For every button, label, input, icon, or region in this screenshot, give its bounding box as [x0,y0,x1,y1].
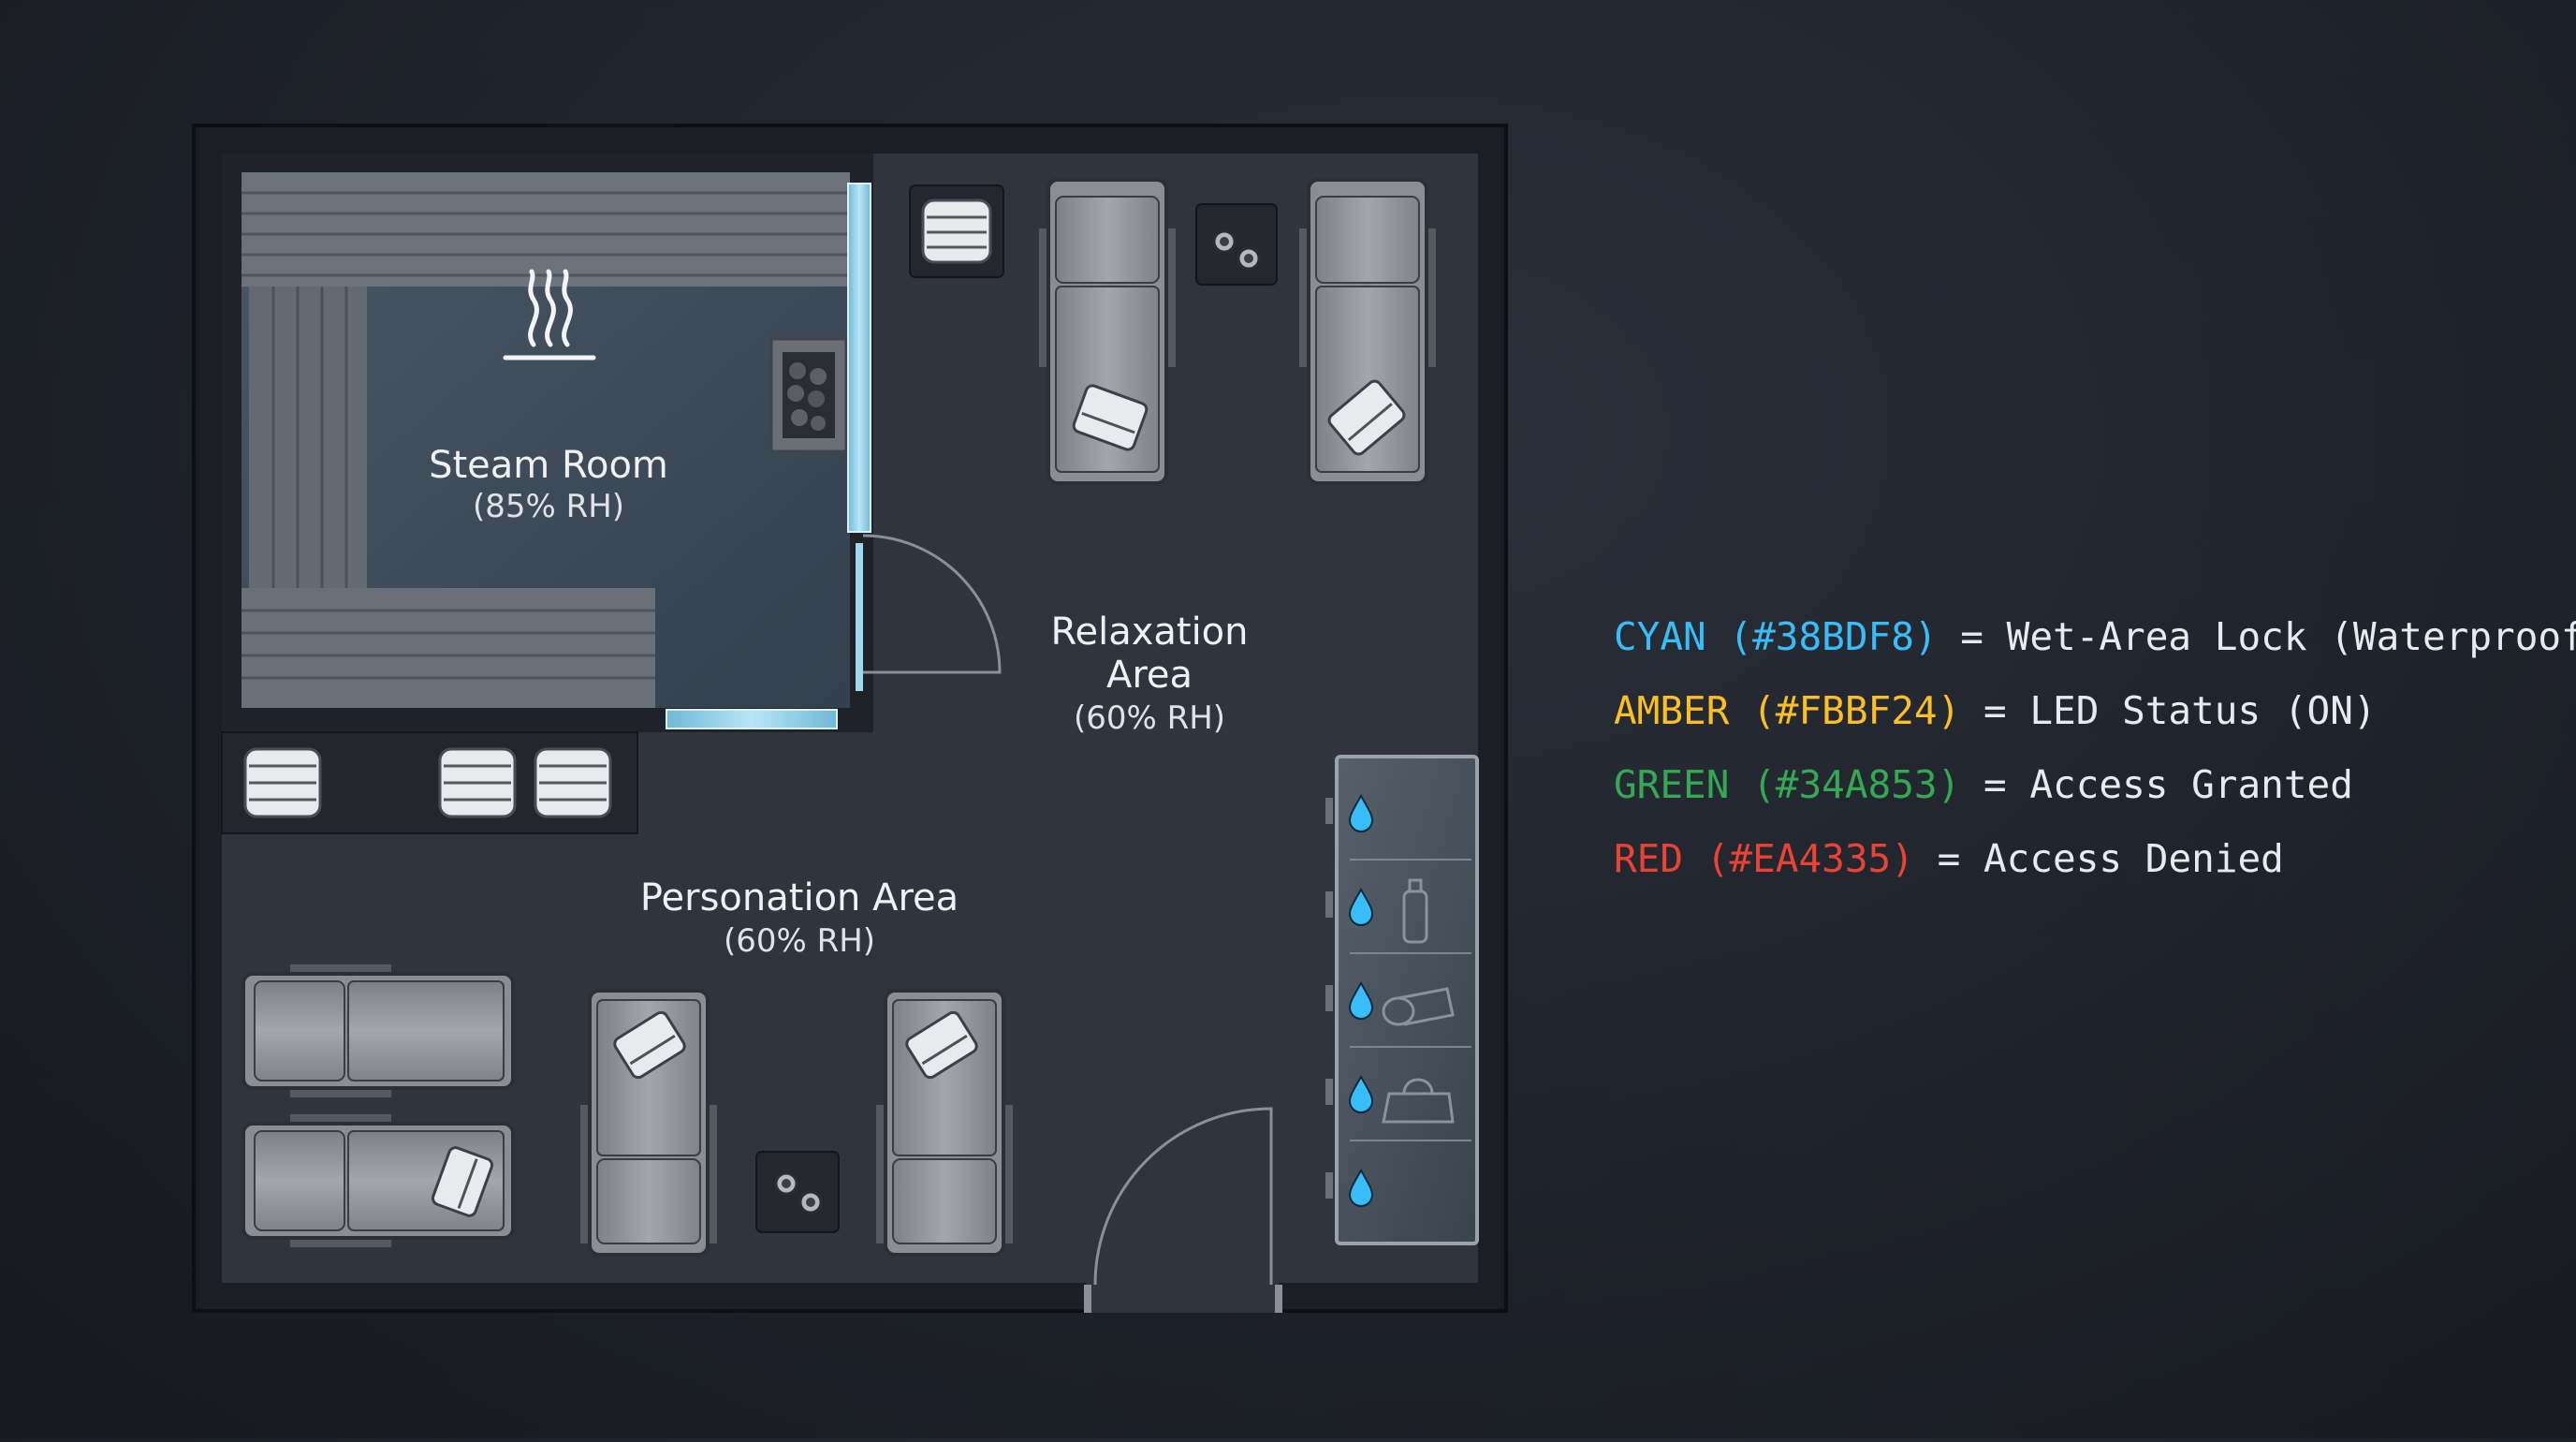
steam-room-name: Steam Room [429,444,668,487]
lounger-personation-v1 [580,989,717,1257]
lounger-personation-h1 [242,964,515,1097]
legend-description: Access Granted [2029,762,2353,807]
legend-separator: = [1983,762,2030,807]
door-jamb-right [1275,1285,1282,1313]
towel-shelf [221,731,638,834]
rolled-towel-icon [1382,987,1455,1026]
side-table [755,1151,840,1233]
lounger-personation-v2 [876,989,1013,1257]
legend-separator: = [1983,688,2030,733]
wet-area-lock-icon [1348,793,1374,832]
relaxation-area-name-line2: Area [1106,654,1193,697]
locker-cabinet [1325,755,1479,1245]
bag-icon [1382,1078,1455,1124]
legend-row-amber: AMBER (#FBBF24) = LED Status (ON) [1614,684,2377,737]
personation-area-name: Personation Area [640,876,959,920]
folded-towel-icon [438,747,517,818]
steam-glass-door [856,543,863,691]
legend-separator: = [1960,614,2007,659]
legend-key: RED (#EA4335) [1614,836,1914,881]
steam-room: Steam Room (85% RH) [222,154,1002,732]
legend-separator: = [1937,836,1983,881]
steam-icon [503,269,596,360]
towel-on-lounger-icon [613,1010,686,1080]
lounger-personation-h2 [242,1114,515,1247]
steam-bench-top [242,172,850,287]
sauna-stove [769,337,848,453]
towel-on-lounger-icon [1072,384,1149,451]
legend-description: Wet-Area Lock (Waterproof) [2006,614,2576,659]
legend-row-cyan: CYAN (#38BDF8) = Wet-Area Lock (Waterpro… [1614,611,2576,663]
legend-description: LED Status (ON) [2029,688,2377,733]
entrance-opening [1086,1281,1279,1313]
side-table [1195,203,1278,286]
wet-area-lock-icon [1348,1074,1374,1113]
personation-area-humidity: (60% RH) [724,922,875,960]
relaxation-area-name-line1: Relaxation [1050,611,1248,654]
legend-key: AMBER (#FBBF24) [1614,688,1961,733]
water-bottle-icon [1402,878,1428,944]
legend-description: Access Denied [1983,836,2284,881]
wet-area-lock-icon [1348,1168,1374,1207]
relaxation-area-humidity: (60% RH) [1074,699,1225,737]
wet-area-lock-icon [1348,980,1374,1020]
legend-row-red: RED (#EA4335) = Access Denied [1614,832,2284,885]
entrance-door-swing [1093,1107,1273,1286]
legend-row-green: GREEN (#34A853) = Access Granted [1614,758,2353,811]
towel-stack [909,184,1004,278]
towel-on-lounger-icon [431,1146,494,1217]
towel-on-lounger-icon [1327,379,1406,456]
door-jamb-left [1084,1285,1091,1313]
steam-bench-left [249,287,367,596]
lounger-relax-2 [1299,178,1436,485]
folded-towel-icon [534,747,612,818]
folded-towel-icon [243,747,322,818]
legend-key: GREEN (#34A853) [1614,762,1961,807]
legend-key: CYAN (#38BDF8) [1614,614,1938,659]
steam-bench-bottom [242,588,655,708]
steam-room-humidity: (85% RH) [473,488,624,525]
lounger-relax-1 [1039,178,1176,485]
steam-door-swing [862,534,1002,674]
towel-on-lounger-icon [905,1010,978,1080]
steam-glass-wall-right [847,183,871,533]
steam-glass-wall-bottom [666,709,838,729]
wet-area-lock-icon [1348,887,1374,926]
